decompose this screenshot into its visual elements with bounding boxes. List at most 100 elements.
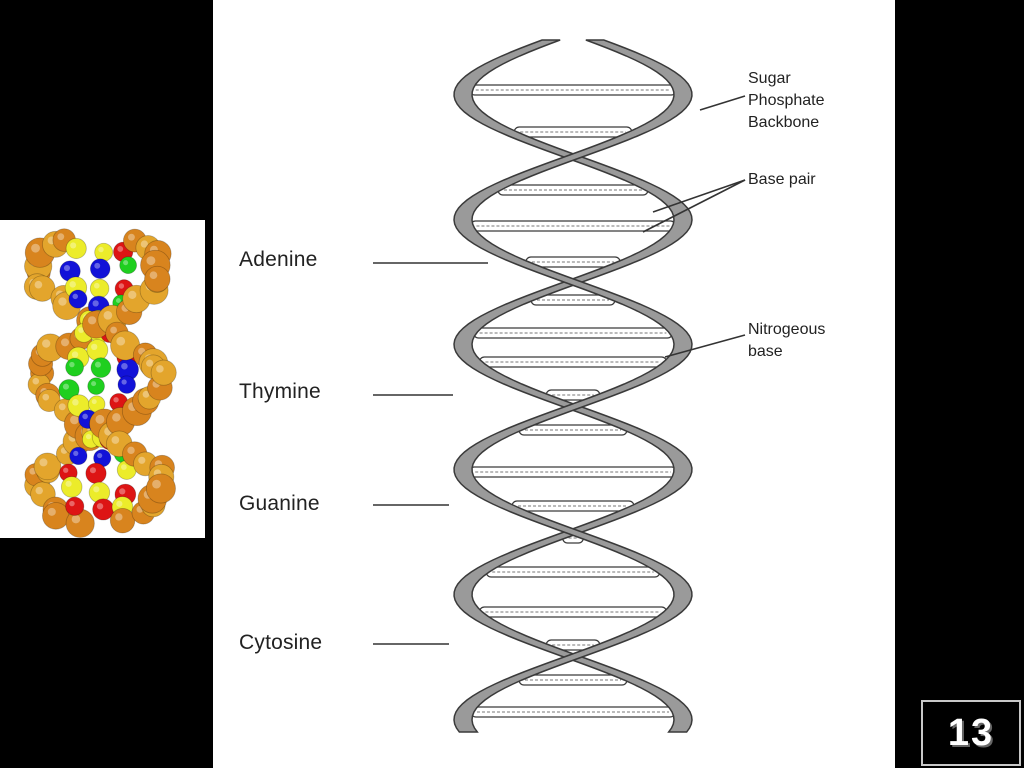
atom-highlight-96 (128, 290, 137, 299)
atom-highlight-18 (42, 339, 51, 348)
atom-sphere-55 (65, 357, 84, 377)
atom-highlight-24 (61, 338, 70, 347)
base-pair-leader-line-1 (652, 179, 746, 213)
atom-highlight-81 (116, 500, 123, 507)
atom-highlight-43 (72, 293, 78, 300)
atom-highlight-60 (121, 379, 127, 385)
atom-highlight-28 (70, 415, 79, 425)
nitrogeous-base-label: Nitrogeous base (748, 319, 825, 363)
atom-sphere-13 (29, 275, 56, 302)
atom-highlight-115 (156, 365, 164, 373)
atom-highlight-75 (121, 464, 127, 470)
atom-sphere-113 (145, 473, 176, 504)
atom-highlight-85 (103, 310, 113, 320)
atom-sphere-35 (94, 242, 114, 262)
atom-highlight-42 (118, 283, 125, 289)
front-strand (453, 39, 693, 733)
atom-highlight-113 (152, 479, 161, 489)
atom-highlight-57 (121, 362, 128, 370)
atom-highlight-80 (96, 503, 104, 510)
atom-sphere-15 (33, 452, 62, 481)
atom-highlight-63 (113, 397, 119, 403)
atom-highlight-17 (42, 393, 50, 401)
atom-highlight-52 (71, 351, 79, 358)
atom-highlight-82 (87, 316, 97, 325)
backbone-label-line: Backbone (748, 114, 820, 131)
base-label-line: base (748, 343, 783, 360)
atom-highlight-49 (78, 327, 84, 333)
atom-highlight-114 (149, 271, 158, 280)
atom-sphere-79 (65, 496, 85, 516)
atom-sphere-60 (117, 375, 136, 394)
atom-highlight-39 (123, 260, 129, 266)
atom-highlight-74 (89, 467, 97, 474)
atom-sphere-34 (65, 237, 87, 259)
atom-highlight-89 (115, 513, 123, 521)
guanine-label: Guanine (239, 492, 320, 515)
atom-highlight-67 (85, 433, 92, 440)
atom-sphere-114 (144, 265, 171, 293)
atom-highlight-40 (69, 281, 76, 288)
atom-highlight-38 (94, 262, 101, 269)
atom-highlight-53 (91, 343, 98, 351)
cytosine-label: Cytosine (239, 631, 323, 654)
atom-highlight-83 (95, 414, 105, 424)
atom-highlight-22 (57, 233, 65, 241)
atom-highlight-109 (146, 359, 154, 367)
atom-highlight-99 (140, 240, 149, 248)
atom-highlight-45 (115, 298, 121, 304)
atom-highlight-111 (146, 256, 156, 266)
atom-sphere-74 (85, 462, 107, 484)
base-pair-rungs (468, 84, 678, 718)
nitrogeous-base-leader-line (664, 334, 746, 358)
nitrogeous-label-line: Nitrogeous (748, 321, 826, 338)
atom-highlight-59 (91, 381, 97, 387)
atom-highlight-34 (70, 242, 77, 249)
atom-sphere-58 (58, 379, 80, 401)
atom-highlight-91 (116, 336, 126, 346)
atom-highlight-62 (91, 399, 97, 405)
base-pair-leader-line-2 (642, 179, 746, 233)
atom-sphere-53 (86, 339, 109, 361)
atom-sphere-70 (69, 446, 88, 466)
atom-highlight-58 (62, 383, 69, 390)
dna-helix-diagram: Adenine Thymine Guanine Cytosine Sugar P… (213, 0, 895, 768)
atom-sphere-43 (68, 289, 88, 309)
atom-sphere-20 (42, 502, 70, 530)
atom-sphere-89 (109, 507, 136, 534)
atom-highlight-77 (93, 486, 100, 493)
phosphate-label-line: Phosphate (748, 92, 825, 109)
atom-sphere-38 (89, 258, 111, 279)
thymine-label: Thymine (239, 380, 321, 403)
atom-sphere-56 (90, 357, 112, 378)
label-leader-lines (373, 95, 746, 645)
back-strand (453, 39, 693, 733)
atom-highlight-25 (58, 297, 67, 306)
atom-highlight-15 (39, 458, 48, 467)
sugar-label-line: Sugar (748, 70, 791, 87)
atom-highlight-3 (29, 467, 37, 475)
atom-highlight-100 (138, 456, 146, 464)
atom-highlight-10 (31, 243, 40, 253)
double-helix-illustration (373, 39, 746, 733)
atom-highlight-78 (119, 488, 126, 495)
atom-highlight-86 (110, 326, 117, 334)
atom-highlight-61 (72, 399, 79, 406)
atom-highlight-35 (98, 246, 104, 253)
atom-highlight-36 (117, 246, 124, 252)
atom-sphere-39 (119, 256, 137, 275)
dna-space-filling-model (0, 220, 205, 538)
atom-highlight-5 (32, 377, 40, 385)
atom-highlight-44 (92, 300, 99, 307)
atom-highlight-94 (127, 446, 135, 455)
atom-highlight-23 (58, 403, 66, 411)
atom-highlight-8 (35, 486, 43, 495)
atom-highlight-41 (94, 282, 100, 289)
slide-number: 13 (921, 700, 1021, 766)
atom-sphere-76 (60, 476, 83, 498)
atom-highlight-71 (97, 452, 103, 459)
atom-highlight-88 (111, 436, 120, 444)
atom-sphere-59 (87, 377, 105, 395)
atom-highlight-37 (63, 264, 71, 272)
